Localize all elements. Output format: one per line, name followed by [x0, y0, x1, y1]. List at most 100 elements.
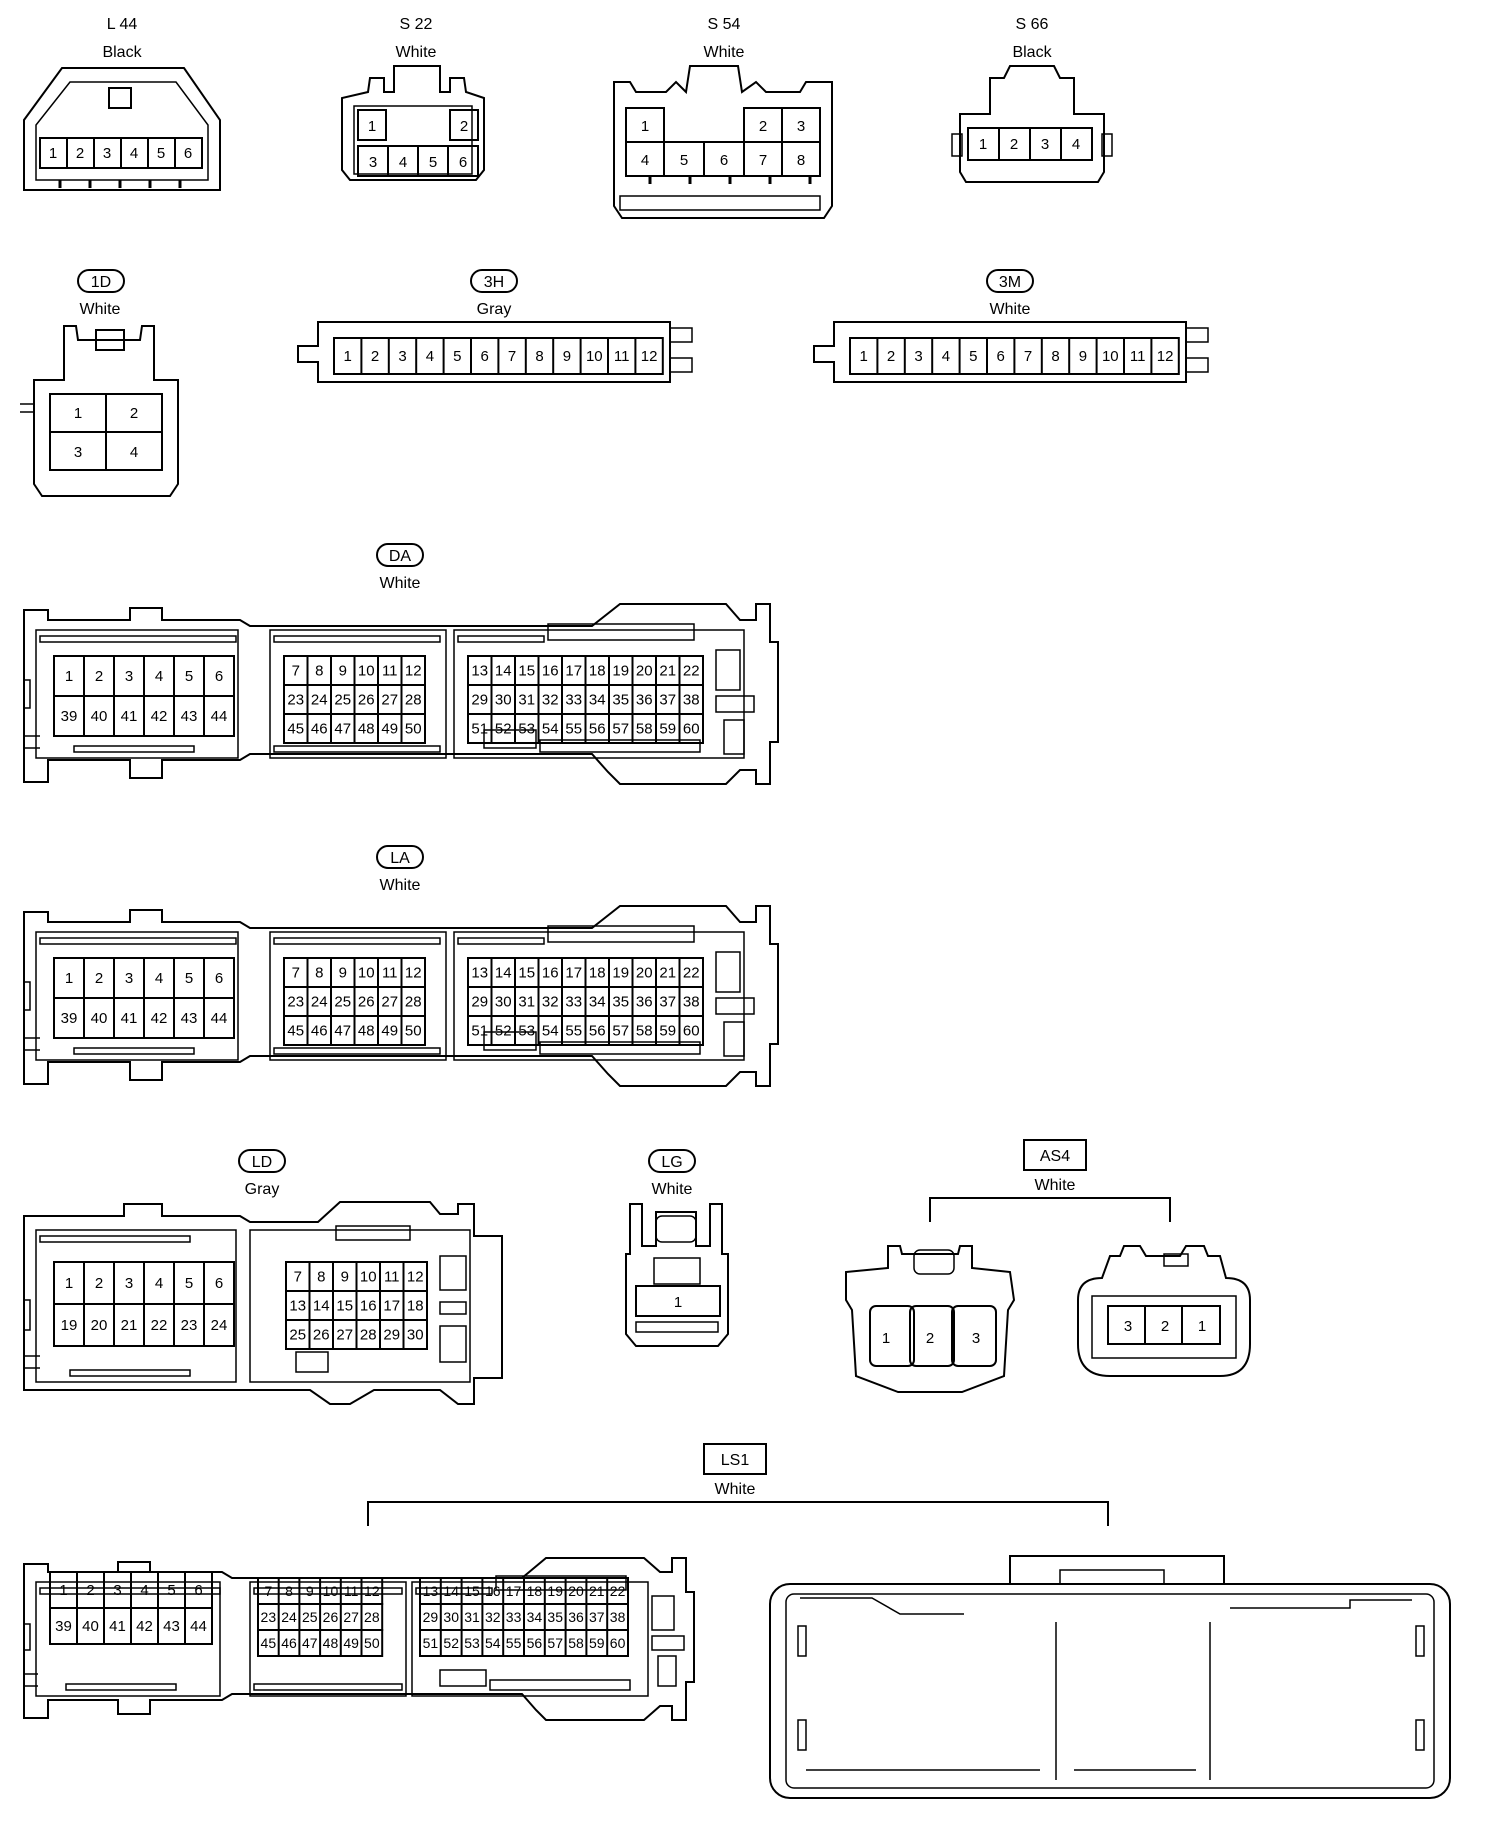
connector-lg-color: White — [652, 1181, 693, 1198]
pin-label: 3 — [125, 668, 133, 685]
pin-label: 21 — [121, 1317, 138, 1334]
connector-3m-color: White — [990, 301, 1031, 318]
pin-label: 8 — [797, 152, 805, 169]
pin-label: 30 — [407, 1327, 424, 1344]
connector-as4-bracket — [929, 1197, 1171, 1222]
connector-1d-pins: 1 2 3 4 — [49, 393, 163, 471]
pin-label: 37 — [589, 1609, 605, 1625]
pin-label: 1 — [641, 118, 649, 135]
pin-label: 1 — [860, 348, 868, 365]
pin-label: 17 — [383, 1298, 400, 1315]
pin-label: 11 — [614, 348, 630, 365]
pin-label: 32 — [542, 692, 559, 709]
connector-ld-code-oval — [238, 1149, 286, 1173]
connector-1d-code-oval — [77, 269, 125, 293]
connector-ls1-code: LS1 — [721, 1452, 750, 1469]
pin-label: 23 — [287, 692, 304, 709]
connector-la-code-oval — [376, 845, 424, 869]
pin-label: 3 — [369, 154, 377, 171]
pin-label: 12 — [405, 663, 422, 680]
connector-s22-color: White — [396, 44, 437, 61]
connector-1d-color: White — [80, 301, 121, 318]
connector-lg-housing — [625, 1203, 729, 1347]
pin-label: 25 — [302, 1609, 318, 1625]
pin-label: 15 — [518, 965, 535, 982]
pin-label: 31 — [518, 692, 535, 709]
connector-1d-code: 1D — [91, 274, 111, 291]
pin-label: 31 — [518, 994, 535, 1011]
pin-label: 19 — [612, 663, 629, 680]
pin-label: 28 — [405, 692, 422, 709]
pin-label: 1 — [344, 348, 352, 365]
pin-label: 2 — [76, 145, 84, 162]
pin-label: 3 — [1124, 1318, 1132, 1335]
pin-label: 46 — [311, 1023, 328, 1040]
connector-l44-pins: 1 2 3 4 5 6 — [39, 137, 203, 169]
pin-label: 13 — [289, 1298, 306, 1315]
connector-s22-housing — [341, 65, 485, 181]
pin-label: 60 — [683, 721, 700, 738]
pin-label: 15 — [464, 1583, 480, 1599]
pin-label: 2 — [460, 118, 468, 135]
pin-label: 6 — [215, 1275, 223, 1292]
pin-label: 2 — [926, 1330, 934, 1347]
pin-label: 6 — [720, 152, 728, 169]
pin-label: 24 — [311, 994, 328, 1011]
pin-label: 1 — [59, 1582, 67, 1599]
connector-3h-code-oval — [470, 269, 518, 293]
pin-label: 19 — [61, 1317, 78, 1334]
pin-label: 47 — [302, 1635, 318, 1651]
connector-lg-code: LG — [661, 1154, 682, 1171]
pin-label: 34 — [589, 692, 606, 709]
pin-label: 4 — [140, 1582, 148, 1599]
connector-l44-code: L 44 — [107, 16, 138, 33]
pin-label: 23 — [181, 1317, 198, 1334]
pin-label: 20 — [636, 663, 653, 680]
pin-label: 34 — [589, 994, 606, 1011]
pin-label: 27 — [336, 1327, 353, 1344]
pin-label: 26 — [358, 994, 375, 1011]
pin-label: 10 — [358, 663, 375, 680]
pin-label: 53 — [518, 721, 535, 738]
pin-label: 4 — [399, 154, 407, 171]
connector-l44-housing — [23, 67, 221, 191]
pin-label: 13 — [471, 663, 488, 680]
pin-label: 6 — [459, 154, 467, 171]
pin-label: 21 — [659, 663, 676, 680]
pin-label: 45 — [287, 721, 304, 738]
pin-label: 44 — [190, 1618, 207, 1635]
pin-label: 4 — [155, 1275, 163, 1292]
pin-label: 2 — [95, 1275, 103, 1292]
connector-da-color: White — [380, 575, 421, 592]
pin-label: 54 — [542, 721, 559, 738]
pin-label: 11 — [382, 663, 398, 680]
pin-label: 1 — [65, 1275, 73, 1292]
pin-label: 18 — [407, 1298, 424, 1315]
pin-label: 23 — [261, 1609, 277, 1625]
pin-label: 10 — [323, 1583, 339, 1599]
pin-label: 37 — [659, 994, 676, 1011]
pin-label: 38 — [683, 692, 700, 709]
pin-label: 33 — [565, 994, 582, 1011]
pin-label: 8 — [317, 1269, 325, 1286]
pin-label: 40 — [91, 708, 108, 725]
pin-label: 31 — [464, 1609, 480, 1625]
pin-label: 2 — [371, 348, 379, 365]
pin-label: 30 — [495, 692, 512, 709]
pin-label: 50 — [364, 1635, 380, 1651]
pin-label: 10 — [360, 1269, 377, 1286]
pin-label: 27 — [381, 994, 398, 1011]
pin-label: 23 — [287, 994, 304, 1011]
pin-label: 11 — [344, 1583, 359, 1599]
pin-label: 27 — [343, 1609, 359, 1625]
connector-la-code: LA — [390, 850, 410, 867]
pin-label: 14 — [495, 965, 512, 982]
pin-label: 52 — [495, 1023, 512, 1040]
pin-label: 16 — [542, 663, 559, 680]
pin-label: 24 — [281, 1609, 297, 1625]
pin-label: 7 — [292, 965, 300, 982]
